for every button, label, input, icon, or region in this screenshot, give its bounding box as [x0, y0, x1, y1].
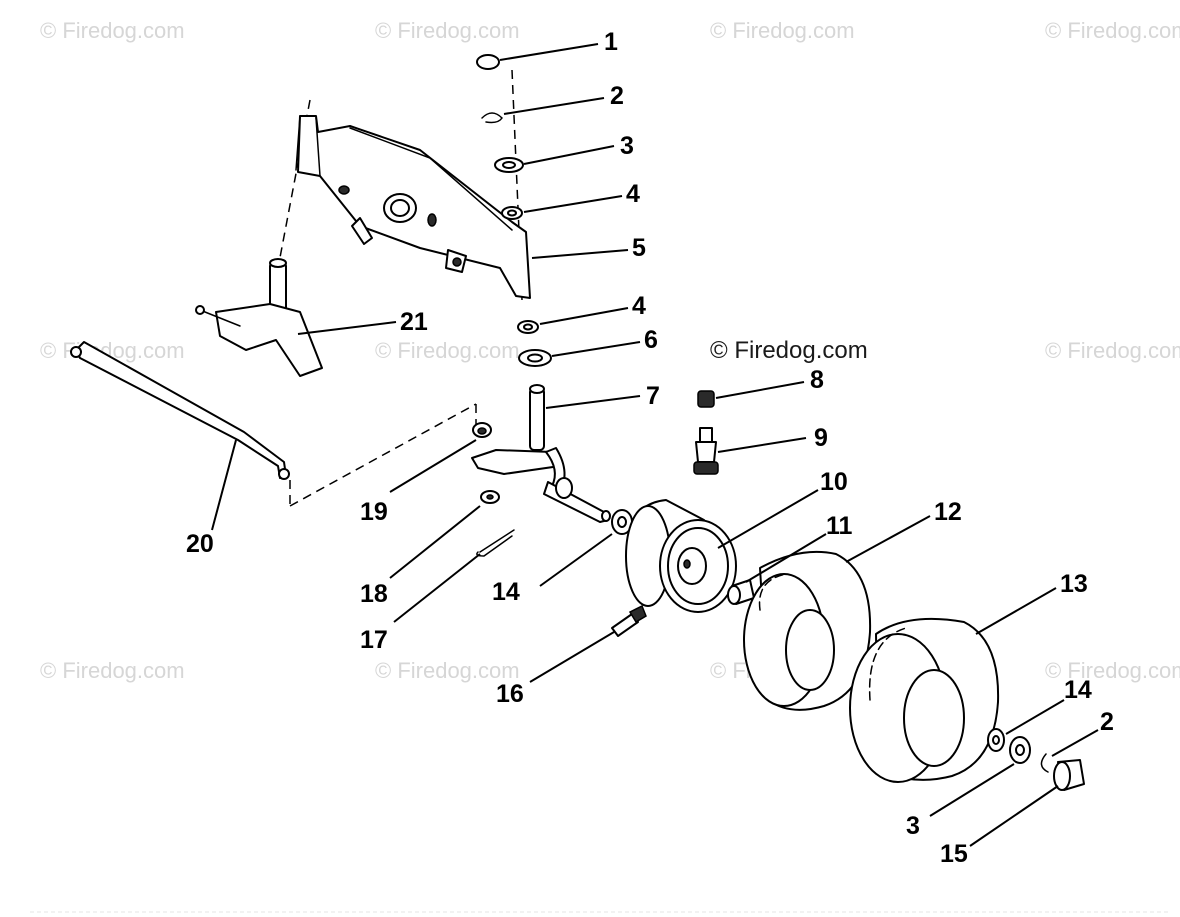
- leader-line: [529, 631, 615, 683]
- leader-line: [499, 43, 599, 61]
- leader-line: [717, 489, 819, 549]
- center-watermark: © Firedog.com: [710, 337, 868, 364]
- leader-line: [539, 533, 613, 587]
- watermark: © Firedog.com: [375, 18, 520, 43]
- wheel-rim-part-10: [625, 499, 737, 613]
- leader-line: [1051, 729, 1099, 757]
- callout-10: 10: [820, 468, 848, 496]
- callout-16: 16: [496, 680, 524, 708]
- callout-15: 15: [940, 840, 968, 868]
- watermark: © Firedog.com: [375, 338, 520, 363]
- callout-2: 2: [610, 82, 624, 110]
- callout-20: 20: [186, 530, 214, 558]
- callout-11: 11: [826, 512, 853, 540]
- watermark: © Firedog.com: [40, 658, 185, 683]
- watermark-grid: © Firedog.com © Firedog.com © Firedog.co…: [40, 18, 1180, 683]
- leader-line: [389, 505, 481, 579]
- leader-line: [969, 785, 1059, 847]
- retaining-ring-part-2: [481, 112, 503, 124]
- tire-part-13: [849, 617, 1000, 783]
- leader-line: [551, 341, 641, 357]
- cotter-pin-part-17: [476, 529, 515, 557]
- callout-6: 6: [644, 326, 658, 354]
- watermark: © Firedog.com: [1045, 338, 1180, 363]
- bolt-part-16: [611, 604, 647, 637]
- leader-line: [717, 437, 807, 453]
- front-axle: [295, 115, 531, 299]
- callout-19: 19: [360, 498, 388, 526]
- valve-parts: [693, 390, 719, 475]
- watermark: © Firedog.com: [40, 18, 185, 43]
- leader-line: [539, 307, 629, 325]
- spindle-hardware-upper: [476, 54, 552, 367]
- callout-21: 21: [400, 308, 428, 336]
- watermark: © Firedog.com: [375, 658, 520, 683]
- callout-5: 5: [632, 234, 646, 262]
- leader-line: [393, 553, 481, 623]
- callout-4: 4: [626, 180, 640, 208]
- watermark: © Firedog.com: [1045, 658, 1180, 683]
- retaining-ring-part-2: [1040, 753, 1049, 773]
- spindle-bracket-left: [195, 258, 323, 377]
- leader-line: [503, 97, 605, 115]
- cap-part-15: [1053, 759, 1085, 791]
- callout-3: 3: [620, 132, 634, 160]
- callout-8: 8: [810, 366, 824, 394]
- callout-labels: 1 2 3 4 5 4 6 21 7 8 9 10 11 12 13 14 14…: [186, 28, 1114, 868]
- spindle-right: [471, 384, 611, 523]
- callout-7: 7: [646, 382, 660, 410]
- leader-line: [531, 249, 629, 259]
- tire-part-12: [743, 550, 872, 711]
- leader-line: [297, 321, 397, 335]
- leader-line: [523, 195, 623, 213]
- tie-rod: [70, 341, 290, 480]
- leader-lines: [211, 43, 1099, 847]
- axle-alignment-line: [277, 99, 311, 269]
- leader-line: [389, 439, 477, 493]
- callout-3: 3: [906, 812, 920, 840]
- leader-line: [1005, 699, 1065, 735]
- callout-12: 12: [934, 498, 962, 526]
- leader-line: [845, 515, 931, 563]
- tie-rod-alignment-line: [289, 403, 477, 507]
- leader-line: [211, 439, 237, 531]
- leader-line: [523, 145, 615, 165]
- callout-13: 13: [1060, 570, 1088, 598]
- watermark: © Firedog.com: [1045, 18, 1180, 43]
- leader-line: [745, 533, 827, 583]
- callout-18: 18: [360, 580, 388, 608]
- leader-line: [929, 763, 1015, 817]
- valve-cap-part-8: [697, 390, 715, 408]
- valve-stem-part-9: [693, 427, 719, 475]
- callout-4: 4: [632, 292, 646, 320]
- leader-line: [975, 587, 1057, 635]
- leader-line: [545, 395, 641, 409]
- callout-17: 17: [360, 626, 388, 654]
- tie-rod-hardware: [472, 422, 515, 557]
- wheel-hardware-lower: [987, 728, 1085, 791]
- callout-9: 9: [814, 424, 828, 452]
- callout-2: 2: [1100, 708, 1114, 736]
- callout-14: 14: [492, 578, 520, 606]
- spindle-alignment-line: [511, 69, 523, 301]
- watermark: © Firedog.com: [710, 18, 855, 43]
- callout-14: 14: [1064, 676, 1092, 704]
- leader-line: [715, 381, 805, 399]
- callout-1: 1: [604, 28, 618, 56]
- cap-part-1: [476, 54, 500, 70]
